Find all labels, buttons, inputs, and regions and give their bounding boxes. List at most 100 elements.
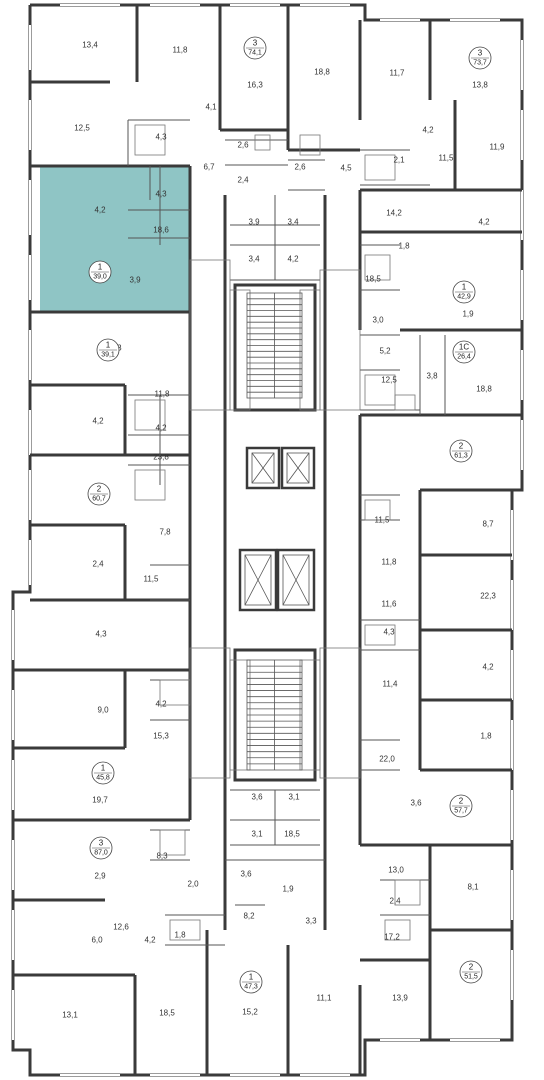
fixture bbox=[134, 469, 166, 501]
room-area-label: 2,4 bbox=[389, 897, 401, 906]
apartment-total-area: 73,7 bbox=[473, 60, 487, 67]
apartment-total-area: 57,7 bbox=[454, 808, 468, 815]
room-area-label: 18,8 bbox=[476, 385, 492, 394]
room-area-label: 4,3 bbox=[95, 630, 107, 639]
apartment-room-count: 1 bbox=[462, 283, 467, 292]
room-area-label: 23,8 bbox=[153, 453, 169, 462]
apartment-badge[interactable]: 142,9 bbox=[452, 280, 476, 304]
fixture bbox=[394, 879, 421, 906]
room-area-label: 4,3 bbox=[155, 133, 167, 142]
room-area-label: 3,9 bbox=[129, 276, 141, 285]
room-area-label: 11,5 bbox=[375, 516, 391, 525]
apartment-badge[interactable]: 261,3 bbox=[449, 439, 473, 463]
room-area-label: 15,2 bbox=[242, 1008, 258, 1017]
apartment-total-area: 60,7 bbox=[92, 496, 106, 503]
room-area-label: 3,9 bbox=[248, 218, 260, 227]
fixture bbox=[364, 254, 391, 281]
stair-core bbox=[233, 648, 317, 782]
room-area-label: 7,8 bbox=[159, 528, 171, 537]
room-area-label: 2,4 bbox=[92, 560, 104, 569]
room-area-label: 3,6 bbox=[410, 799, 422, 808]
room-area-label: 4,2 bbox=[155, 424, 167, 433]
room-area-label: 11,8 bbox=[155, 390, 171, 399]
room-area-label: 16,3 bbox=[247, 81, 263, 90]
room-area-label: 9,0 bbox=[97, 706, 109, 715]
apartment-badge[interactable]: 139,1 bbox=[96, 338, 120, 362]
apartment-badge[interactable]: 147,3 bbox=[239, 970, 263, 994]
room-area-label: 5,2 bbox=[379, 347, 391, 356]
apartment-badge[interactable]: 1С 26,4 bbox=[452, 340, 476, 364]
room-area-label: 11,1 bbox=[317, 994, 333, 1003]
room-area-label: 3,1 bbox=[288, 793, 300, 802]
room-area-label: 4,5 bbox=[340, 164, 352, 173]
apartment-room-count: 2 bbox=[469, 963, 474, 972]
apartment-badge[interactable]: 373,7 bbox=[468, 46, 492, 70]
apartment-badge[interactable]: 139,0 bbox=[88, 260, 112, 284]
room-area-label: 1,8 bbox=[398, 242, 410, 251]
room-area-label: 3,1 bbox=[251, 830, 263, 839]
fixture bbox=[394, 394, 416, 411]
apartment-badge[interactable]: 251,5 bbox=[459, 960, 483, 984]
room-area-label: 2,1 bbox=[393, 156, 405, 165]
fixture bbox=[364, 624, 396, 646]
apartment-room-count: 1С bbox=[459, 343, 469, 352]
fixture bbox=[299, 659, 321, 771]
room-area-label: 6,0 bbox=[91, 936, 103, 945]
elevator-shaft bbox=[238, 548, 278, 612]
room-area-label: 1,9 bbox=[462, 310, 474, 319]
elevator-shaft bbox=[280, 446, 316, 490]
fixture bbox=[254, 134, 271, 151]
fixture bbox=[364, 499, 391, 521]
room-area-label: 12,5 bbox=[381, 376, 397, 385]
room-area-label: 18,5 bbox=[365, 275, 381, 284]
room-area-label: 4,2 bbox=[94, 206, 106, 215]
fixture bbox=[134, 124, 166, 156]
apartment-badge[interactable]: 257,7 bbox=[449, 794, 473, 818]
apartment-badge[interactable]: 374,1 bbox=[243, 36, 267, 60]
elevator-cross bbox=[286, 452, 310, 484]
room-area-label: 13,8 bbox=[472, 81, 488, 90]
room-area-label: 18,6 bbox=[153, 226, 169, 235]
elevator-cross bbox=[251, 452, 275, 484]
room-area-label: 2,4 bbox=[237, 176, 249, 185]
apartment-total-area: 51,5 bbox=[464, 974, 478, 981]
fixture bbox=[319, 647, 361, 779]
apartment-total-area: 61,3 bbox=[454, 453, 468, 460]
room-area-label: 4,2 bbox=[482, 663, 494, 672]
room-area-label: 13,4 bbox=[82, 41, 98, 50]
apartment-room-count: 2 bbox=[97, 485, 102, 494]
room-area-label: 18,5 bbox=[284, 830, 300, 839]
apartment-room-count: 1 bbox=[101, 764, 106, 773]
room-area-label: 3,4 bbox=[287, 218, 299, 227]
apartment-badge[interactable]: 387,0 bbox=[89, 836, 113, 860]
apartment-total-area: 39,1 bbox=[101, 352, 115, 359]
room-area-label: 12,5 bbox=[74, 124, 90, 133]
apartment-badge[interactable]: 260,7 bbox=[87, 482, 111, 506]
apartment-badge[interactable]: 145,8 bbox=[91, 761, 115, 785]
room-area-label: 8,7 bbox=[482, 520, 494, 529]
room-area-label: 11,7 bbox=[390, 69, 406, 78]
apartment-total-area: 87,0 bbox=[94, 850, 108, 857]
apartment-room-count: 1 bbox=[106, 341, 111, 350]
highlighted-apartment[interactable] bbox=[40, 166, 190, 312]
room-area-label: 3,6 bbox=[240, 870, 252, 879]
room-area-label: 4,2 bbox=[478, 218, 490, 227]
room-area-label: 13,9 bbox=[392, 994, 408, 1003]
room-area-label: 8,3 bbox=[156, 852, 168, 861]
apartment-total-area: 42,9 bbox=[457, 294, 471, 301]
apartment-room-count: 2 bbox=[459, 442, 464, 451]
room-area-label: 12,6 bbox=[113, 923, 129, 932]
elevator-cab bbox=[251, 452, 275, 484]
elevator-shaft bbox=[245, 446, 281, 490]
room-area-label: 4,3 bbox=[155, 190, 167, 199]
room-area-label: 13,0 bbox=[388, 866, 404, 875]
room-area-label: 22,0 bbox=[379, 755, 395, 764]
apartment-total-area: 26,4 bbox=[457, 354, 471, 361]
apartment-total-area: 47,3 bbox=[244, 984, 258, 991]
fixture bbox=[159, 829, 186, 856]
room-area-label: 2,6 bbox=[237, 141, 249, 150]
room-area-label: 3,3 bbox=[305, 917, 317, 926]
fixture bbox=[299, 134, 321, 156]
room-area-label: 11,4 bbox=[383, 680, 399, 689]
